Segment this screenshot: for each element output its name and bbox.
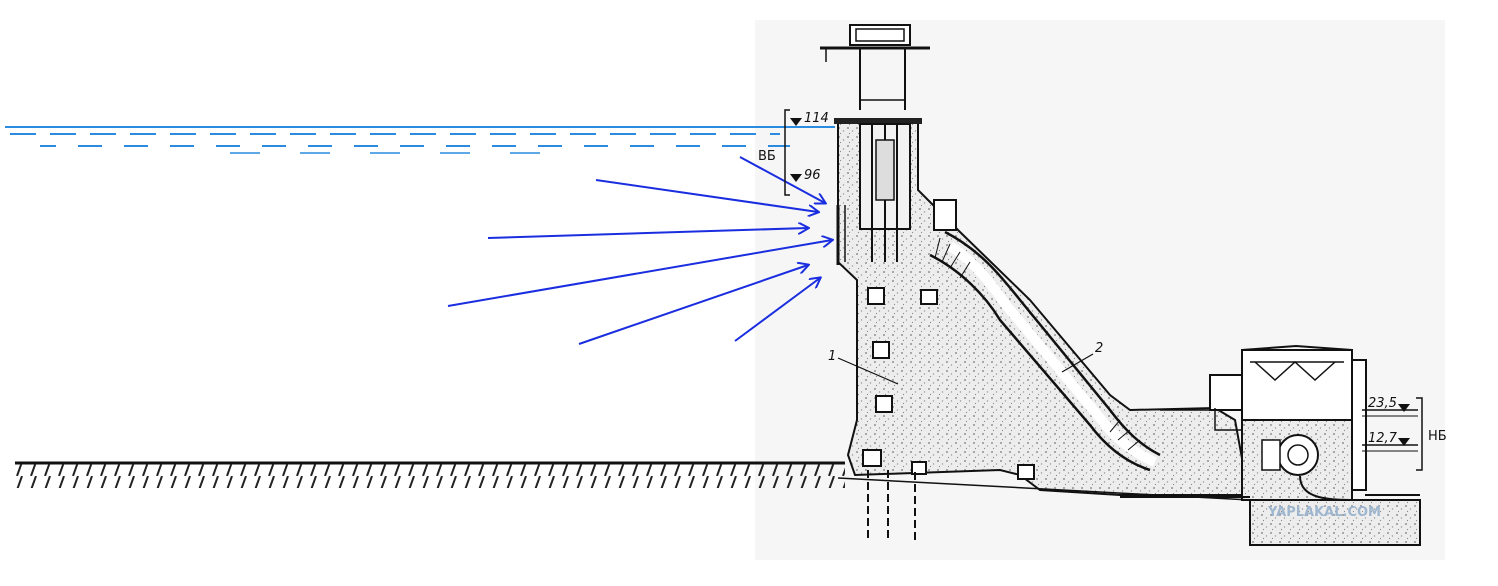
callouts: 1 2 [828, 341, 1103, 385]
level-12-7: 12,7 [1368, 431, 1398, 446]
gallery [867, 287, 885, 305]
downstream-level-markers: 23,5 12,7 НБ [1368, 396, 1447, 471]
gallery [920, 289, 938, 305]
upstream-level-markers: 114 96 ВБ [758, 109, 829, 196]
penstock [929, 199, 1161, 472]
level-23-5: 23,5 [1368, 396, 1397, 411]
gallery [1017, 464, 1035, 480]
level-114: 114 [804, 111, 829, 126]
label-nb: НБ [1428, 429, 1447, 444]
label-vb: ВБ [758, 149, 776, 164]
gallery [872, 341, 890, 359]
level-96: 96 [804, 168, 821, 183]
gallery [862, 449, 882, 467]
water-pressure-arrows [447, 156, 832, 345]
upstream-water-surface [5, 126, 835, 154]
gallery [911, 461, 927, 475]
downstream-riverbed [1120, 494, 1420, 498]
gantry-crane [820, 24, 930, 110]
gallery [875, 395, 893, 413]
level-triangle-icon [790, 174, 802, 182]
downstream-water [1362, 409, 1418, 452]
powerhouse [1160, 344, 1421, 546]
watermark: YAPLAKAL.COM [1267, 505, 1381, 520]
level-triangle-icon [1398, 438, 1410, 446]
intake-structure [834, 118, 922, 265]
ground-line [15, 461, 845, 488]
level-triangle-icon [790, 118, 802, 126]
callout-2: 2 [1095, 341, 1103, 356]
callout-1: 1 [828, 349, 836, 364]
level-triangle-icon [1398, 404, 1410, 412]
